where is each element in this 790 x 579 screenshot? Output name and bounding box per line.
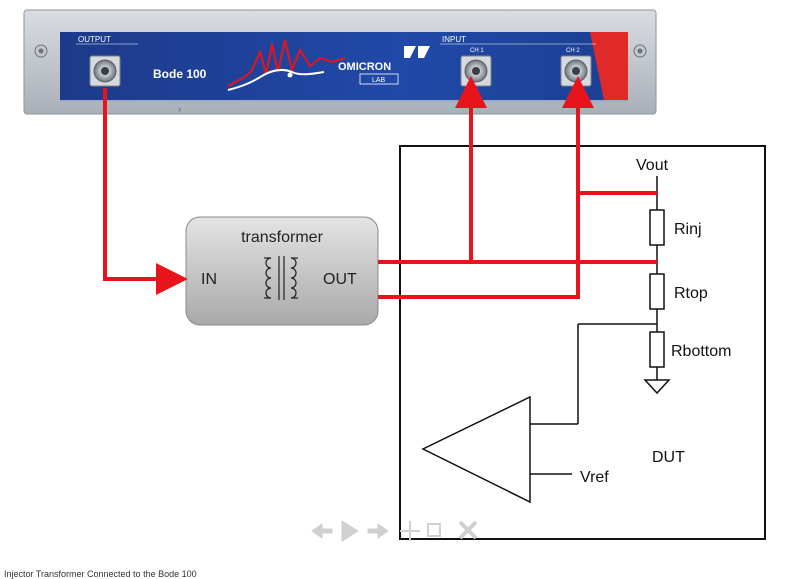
screw-icon bbox=[34, 44, 48, 58]
play-icon[interactable] bbox=[341, 520, 359, 542]
dut-box bbox=[399, 145, 766, 540]
transformer-block: transformer IN OUT bbox=[185, 216, 379, 326]
ch2-bnc-connector[interactable] bbox=[560, 55, 592, 87]
ch1-bnc-connector[interactable] bbox=[460, 55, 492, 87]
figure-caption: Injector Transformer Connected to the Bo… bbox=[4, 569, 197, 579]
ground-icon bbox=[643, 379, 671, 395]
connection-wires bbox=[103, 76, 657, 299]
device-logo-curve-white bbox=[227, 68, 325, 91]
transformer-in-label: IN bbox=[201, 271, 217, 288]
transformer-out-label: OUT bbox=[323, 271, 357, 288]
resistor-rbottom bbox=[649, 331, 665, 368]
vout-label: Vout bbox=[636, 157, 669, 174]
wire-ch2-from-rtop-side bbox=[378, 76, 594, 299]
output-label: OUTPUT bbox=[78, 35, 111, 44]
transformer-title: transformer bbox=[241, 229, 323, 246]
close-icon[interactable] bbox=[458, 520, 478, 540]
ch2-label: CH 2 bbox=[566, 48, 580, 54]
bode-100-device: › OUTPUT Bode 100 OMICRON LAB bbox=[23, 9, 657, 115]
arrow-right-icon[interactable] bbox=[367, 523, 389, 539]
rtop-label: Rtop bbox=[674, 285, 708, 302]
screw-icon bbox=[633, 44, 647, 58]
device-red-corner bbox=[590, 32, 628, 100]
device-chevron-icon: › bbox=[178, 104, 181, 115]
resistor-rinj bbox=[649, 209, 665, 246]
opamp-symbol bbox=[421, 395, 531, 504]
move-icon[interactable] bbox=[400, 521, 420, 541]
device-logo-curve-red bbox=[227, 39, 346, 87]
brand-name: OMICRON bbox=[338, 61, 391, 73]
brand-sub: LAB bbox=[372, 77, 386, 84]
dut-circuit bbox=[421, 176, 671, 504]
ch1-label: CH 1 bbox=[470, 48, 484, 54]
resize-icon[interactable] bbox=[427, 523, 441, 537]
dut-label: DUT bbox=[652, 449, 685, 466]
transformer-coil-icon bbox=[264, 256, 298, 300]
device-front-panel bbox=[60, 32, 628, 100]
input-label: INPUT bbox=[442, 35, 466, 44]
resistor-rtop bbox=[649, 273, 665, 310]
arrow-left-icon[interactable] bbox=[311, 523, 333, 539]
device-name: Bode 100 bbox=[153, 67, 207, 81]
wire-output-to-transformer-in bbox=[103, 88, 188, 295]
omicron-logo-icon bbox=[404, 46, 430, 58]
rbottom-label: Rbottom bbox=[671, 343, 731, 360]
slide-toolbar bbox=[311, 520, 478, 542]
device-logo-dot bbox=[287, 72, 293, 78]
output-bnc-connector[interactable] bbox=[89, 55, 121, 87]
vref-label: Vref bbox=[580, 469, 609, 486]
rinj-label: Rinj bbox=[674, 221, 702, 238]
